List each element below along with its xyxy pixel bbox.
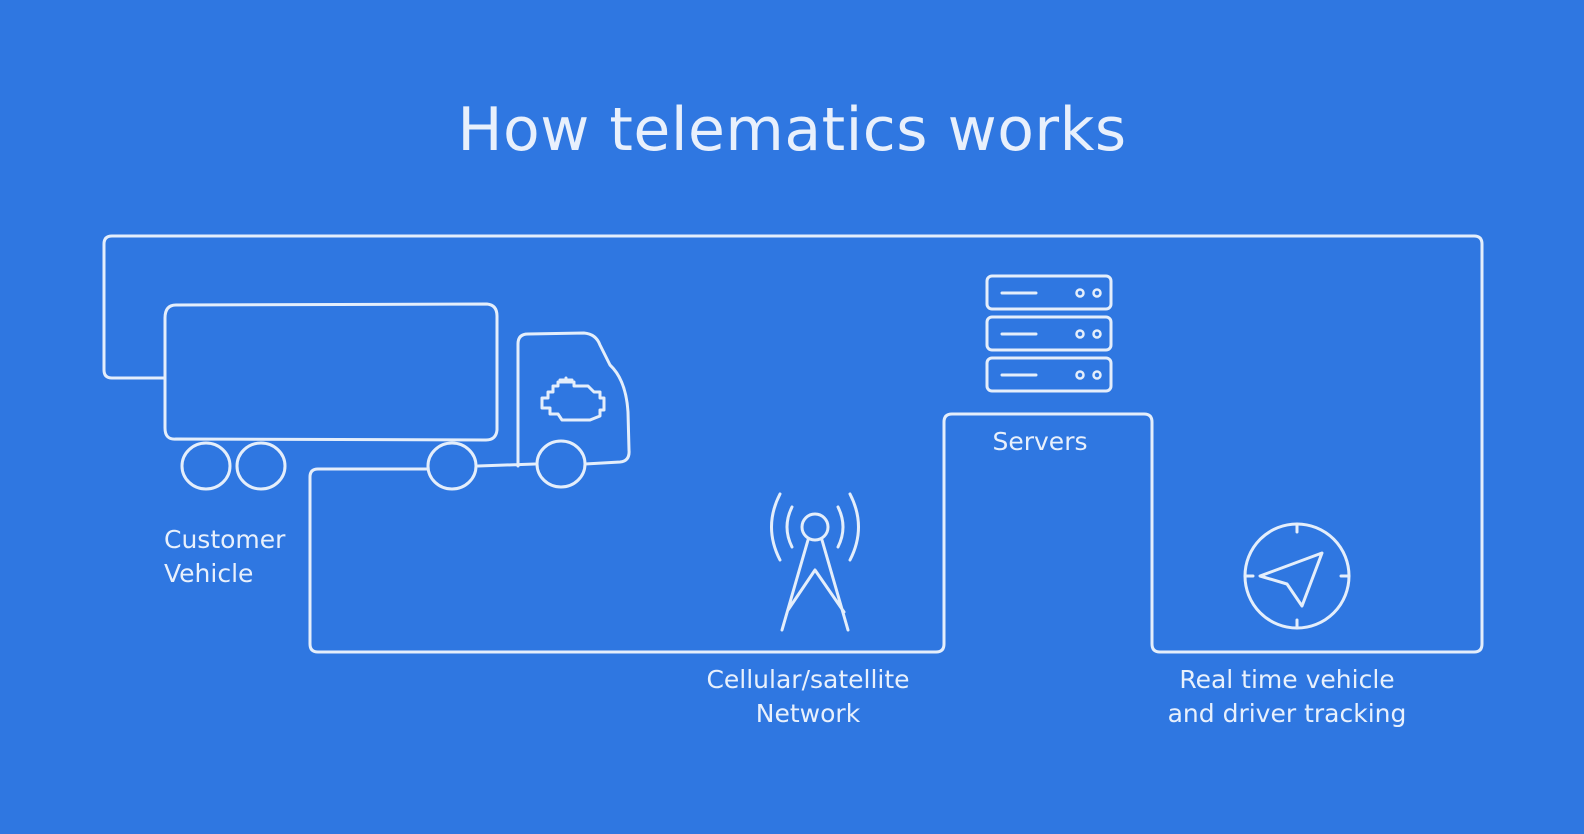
tower-signal-waves: [770, 492, 860, 562]
flow-connector-line: [102, 234, 1484, 654]
tracking-label: Real time vehicle and driver tracking: [1150, 663, 1424, 731]
truck-cab: [476, 331, 631, 468]
vehicle-label-line1: Customer: [164, 525, 286, 554]
tracking-label-line2: and driver tracking: [1167, 699, 1407, 728]
tower-antenna-head: [800, 512, 830, 542]
vehicle-label: Customer Vehicle: [164, 523, 285, 591]
truck-wheel: [535, 439, 587, 489]
truck-icon: [163, 302, 631, 491]
server-unit-details: [1000, 291, 1038, 377]
network-label-line2: Network: [755, 699, 861, 728]
servers-label-text: Servers: [992, 427, 1088, 456]
tower-mast: [780, 538, 850, 632]
truck-trailer: [163, 302, 499, 442]
server-status-lights: [1075, 288, 1102, 380]
server-unit: [985, 315, 1113, 352]
page-title: How telematics works: [457, 95, 1127, 165]
vehicle-label-line2: Vehicle: [164, 559, 254, 588]
network-label-line1: Cellular/satellite: [706, 665, 910, 694]
cell-tower-icon: [770, 492, 860, 632]
server-rack-icon: [985, 274, 1113, 393]
truck-wheel: [426, 441, 478, 491]
truck-engine-icon: [540, 376, 606, 422]
navigation-compass-icon: [1243, 522, 1351, 630]
servers-label: Servers: [940, 425, 1140, 459]
compass-ticks: [1243, 522, 1351, 630]
tracking-label-line1: Real time vehicle: [1179, 665, 1395, 694]
navigation-arrow: [1258, 551, 1324, 608]
truck-wheel: [235, 441, 287, 491]
network-label: Cellular/satellite Network: [700, 663, 916, 731]
server-unit: [985, 356, 1113, 393]
server-unit: [985, 274, 1113, 311]
truck-wheel: [180, 441, 232, 491]
